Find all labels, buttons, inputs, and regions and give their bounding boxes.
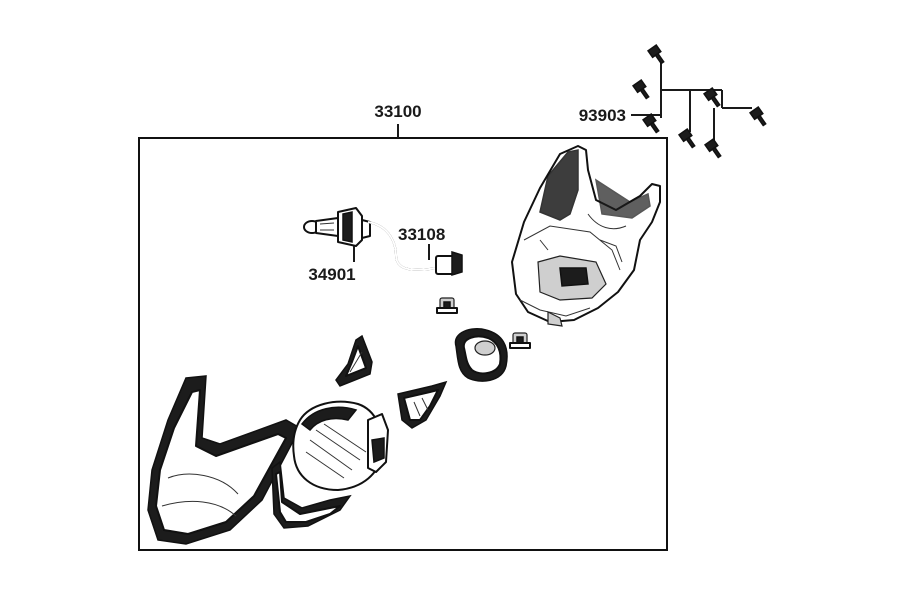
headlight-housing <box>511 145 661 327</box>
headlight-lens <box>147 375 302 545</box>
bolt-icon <box>641 112 660 134</box>
bolt-icon <box>703 137 722 159</box>
trim-piece-wedge <box>335 334 373 387</box>
bolt-icon <box>748 105 767 127</box>
bulb-34901: 34901 <box>303 207 371 284</box>
bolt-group-93903: 93903 <box>579 43 767 159</box>
socket-small <box>436 297 458 314</box>
assembly-frame <box>138 137 668 551</box>
part-label-34901: 34901 <box>308 265 355 284</box>
dust-cover <box>454 328 508 382</box>
reflector <box>292 400 389 491</box>
bolt-icon <box>646 43 665 65</box>
position-lamp-piece <box>397 380 448 429</box>
bolt-icon <box>702 86 721 108</box>
bolt-icon <box>677 127 696 149</box>
bolt-icon <box>631 78 650 100</box>
part-label-33100: 33100 <box>374 102 421 121</box>
trim-piece-lower <box>271 460 352 529</box>
socket-small <box>509 332 531 349</box>
part-label-93903: 93903 <box>579 106 626 125</box>
wire-harness-33108: 33108 <box>367 221 463 277</box>
part-label-33108: 33108 <box>398 225 445 244</box>
